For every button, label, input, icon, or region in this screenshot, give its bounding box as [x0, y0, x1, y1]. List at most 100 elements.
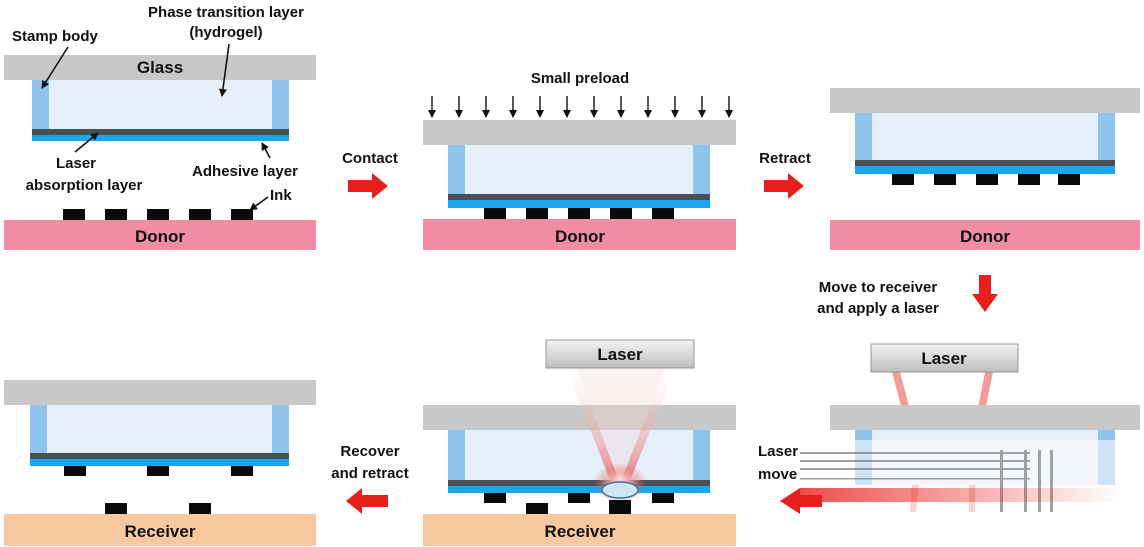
glass-plate [4, 55, 316, 80]
contact-arrow [348, 173, 388, 199]
panel-initial: Glass Donor Stamp body Phase transition … [4, 4, 316, 250]
donor-label: Donor [135, 227, 185, 246]
ink-block [609, 500, 631, 514]
ink-block [189, 503, 211, 514]
laser-move-trail [800, 488, 1120, 502]
stamp-body-right [272, 80, 289, 129]
retract-arrow [764, 173, 804, 199]
stamp-body-pointer [41, 46, 69, 89]
laser-head [870, 343, 1019, 373]
stamp-body-left [448, 430, 465, 480]
ink-block [231, 209, 253, 220]
hydrogel-layer [872, 113, 1098, 160]
ink-block [1018, 174, 1040, 185]
laser-cone-inner [577, 368, 665, 484]
panel-retract: Donor [830, 88, 1140, 250]
stamp-body-left [32, 80, 49, 129]
ink-block [105, 209, 127, 220]
laser-absorption-label: Laser [56, 155, 96, 172]
laser-head [545, 339, 695, 369]
recover-step-label: and retract [331, 465, 409, 482]
ink-block [147, 466, 169, 476]
donor-label: Donor [960, 227, 1010, 246]
ink-block [147, 209, 169, 220]
hydrogel-pointer [218, 43, 230, 97]
annotation-pointers [41, 43, 271, 211]
ink-block [652, 493, 674, 503]
stamp-body-left [30, 405, 47, 453]
laser-label: Laser [597, 345, 643, 364]
ink-block [568, 208, 590, 219]
receiver-substrate [423, 514, 736, 546]
hydrogel-layer [47, 405, 272, 453]
panel-result: Receiver [4, 380, 316, 546]
preload-arrows [428, 96, 733, 118]
laser-move-label: move [758, 466, 797, 483]
motion-streaks [800, 450, 1053, 512]
glass-plate [423, 405, 736, 430]
ink-block [652, 208, 674, 219]
absorption-layer [32, 129, 289, 135]
ink-block [526, 503, 548, 514]
adhesive-layer [448, 486, 710, 493]
stamp-body-label: Stamp body [12, 28, 98, 45]
contact-step-label: Contact [342, 150, 398, 167]
absorption-layer [448, 480, 710, 486]
glass-plate [423, 120, 736, 145]
laser-cone [566, 368, 676, 490]
absorption-layer [855, 160, 1115, 166]
ink-block [526, 208, 548, 219]
ink-block [484, 208, 506, 219]
phase-layer-label: Phase transition layer [148, 4, 304, 21]
retract-step-label: Retract [759, 150, 811, 167]
stamp-body-left [448, 145, 465, 194]
adhesive-layer [30, 459, 289, 466]
hydrogel-bubble [601, 481, 639, 499]
stamp-body-left [855, 113, 872, 160]
hydrogel-layer [465, 145, 693, 194]
ink-block [1058, 174, 1080, 185]
panel-laser-apply: Laser Laser move [758, 343, 1144, 535]
donor-substrate [4, 220, 316, 250]
glass-plate [830, 405, 1140, 430]
ink-block [892, 174, 914, 185]
ink-block [934, 174, 956, 185]
laser-move-arrow [780, 488, 822, 514]
donor-substrate [423, 219, 736, 250]
donor-label: Donor [555, 227, 605, 246]
donor-substrate [830, 220, 1140, 250]
ink-label: Ink [270, 187, 292, 204]
hydrogel-layer [465, 430, 693, 480]
adhesive-layer [448, 200, 710, 208]
glass-plate [4, 380, 316, 405]
receiver-substrate [4, 514, 316, 546]
absorption-layer [448, 194, 710, 200]
hydrogel-layer [49, 80, 272, 129]
ink-block [568, 493, 590, 503]
adhesive-pointer [261, 142, 271, 159]
stamp-body-right [272, 405, 289, 453]
stamp-body-right [693, 145, 710, 194]
ink-block [484, 493, 506, 503]
glass-label: Glass [137, 58, 183, 77]
adhesive-label: Adhesive layer [192, 163, 298, 180]
panel-contact: Small preload Donor [423, 70, 736, 250]
recover-arrow [346, 488, 388, 514]
move-to-receiver-arrow [972, 275, 998, 312]
ink-pointer [249, 196, 269, 211]
ink-block [231, 466, 253, 476]
absorption-pointer [74, 132, 99, 153]
ink-block [63, 209, 85, 220]
laser-absorption-label: absorption layer [26, 177, 143, 194]
move-step-label: Move to receiver [819, 279, 938, 296]
receiver-label: Receiver [545, 522, 616, 541]
stamp-body-right [1098, 113, 1115, 160]
absorption-layer [30, 453, 289, 459]
panel-laser-release: Laser Receiver [423, 339, 736, 546]
adhesive-layer [855, 166, 1115, 174]
motion-blur-overlay [800, 440, 1144, 535]
adhesive-layer [32, 135, 289, 141]
glass-plate [830, 88, 1140, 113]
ink-block [610, 208, 632, 219]
